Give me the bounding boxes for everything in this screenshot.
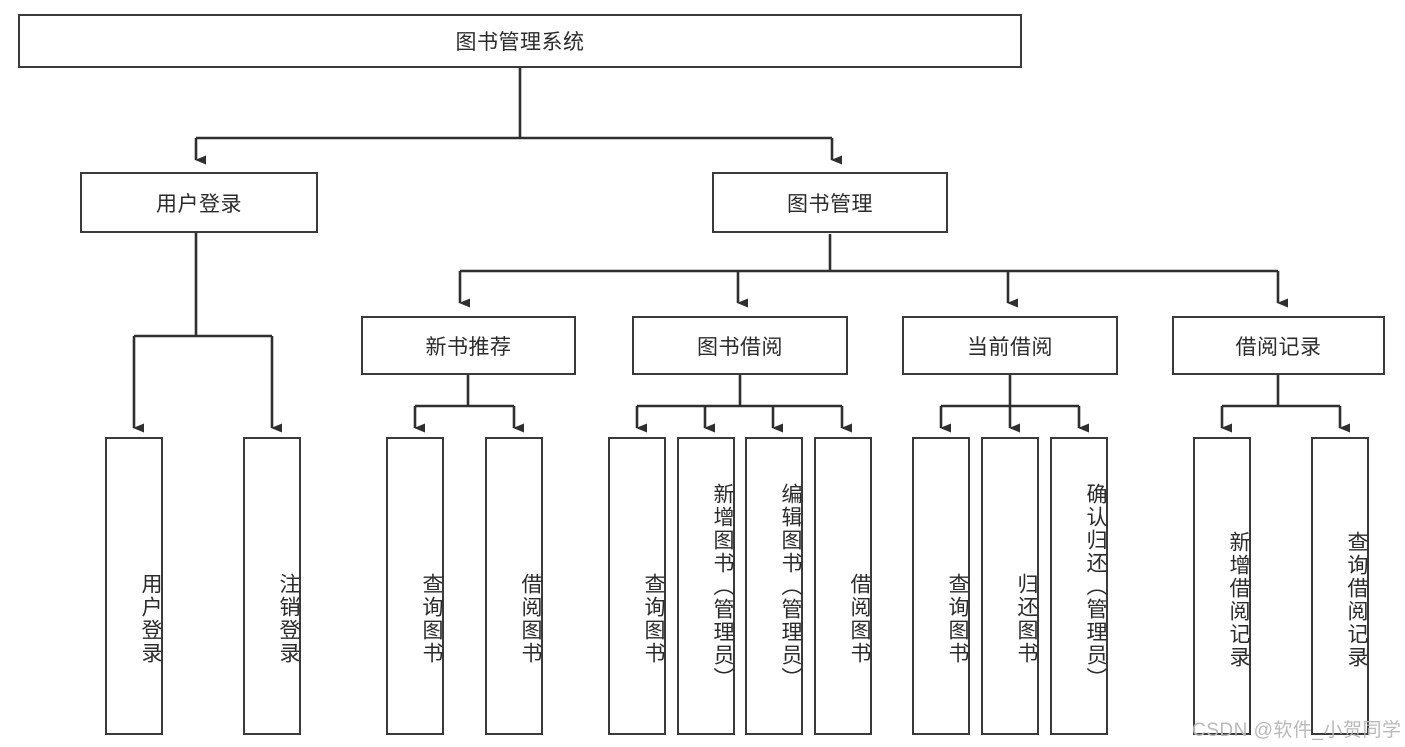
leaf-edit-book-admin[interactable]: 编辑图书（管理员） xyxy=(745,437,803,735)
leaf-logout[interactable]: 注销登录 xyxy=(243,437,301,735)
leaf-borrow-book-1[interactable]: 借阅图书 xyxy=(485,437,543,735)
leaf-borrow-book-1-label: 借阅图书 xyxy=(519,573,542,665)
leaf-user-login[interactable]: 用户登录 xyxy=(105,437,163,735)
node-root-label: 图书管理系统 xyxy=(455,31,585,54)
leaf-add-book-admin-label: 新增图书（管理员） xyxy=(711,482,734,690)
node-borrow-record[interactable]: 借阅记录 xyxy=(1172,316,1385,375)
leaf-query-borrow-record-label: 查询借阅记录 xyxy=(1345,531,1368,669)
leaf-add-borrow-record-label: 新增借阅记录 xyxy=(1227,531,1250,669)
leaf-confirm-return-admin-label: 确认归还（管理员） xyxy=(1084,482,1107,690)
leaf-borrow-book-2-label: 借阅图书 xyxy=(848,573,871,665)
leaf-query-book-1-label: 查询图书 xyxy=(420,573,443,665)
node-root[interactable]: 图书管理系统 xyxy=(18,14,1022,68)
leaf-add-borrow-record[interactable]: 新增借阅记录 xyxy=(1193,437,1251,735)
leaf-query-book-2-label: 查询图书 xyxy=(642,573,665,665)
leaf-return-book[interactable]: 归还图书 xyxy=(981,437,1039,735)
node-borrow-record-label: 借阅记录 xyxy=(1235,335,1322,359)
leaf-query-book-3[interactable]: 查询图书 xyxy=(912,437,970,735)
leaf-return-book-label: 归还图书 xyxy=(1015,573,1038,665)
watermark: CSDN @软件_小贺同学 xyxy=(1192,715,1401,742)
node-current-borrow[interactable]: 当前借阅 xyxy=(902,316,1118,375)
leaf-user-login-label: 用户登录 xyxy=(139,573,162,665)
leaf-query-book-2[interactable]: 查询图书 xyxy=(608,437,666,735)
leaf-confirm-return-admin[interactable]: 确认归还（管理员） xyxy=(1050,437,1108,735)
leaf-logout-label: 注销登录 xyxy=(277,573,300,665)
leaf-edit-book-admin-label: 编辑图书（管理员） xyxy=(779,482,802,690)
node-new-book-recommend[interactable]: 新书推荐 xyxy=(361,316,576,375)
node-book-management[interactable]: 图书管理 xyxy=(712,172,948,233)
node-book-borrow-label: 图书借阅 xyxy=(697,335,783,359)
node-current-borrow-label: 当前借阅 xyxy=(967,335,1053,359)
node-user-login-label: 用户登录 xyxy=(156,192,242,216)
leaf-query-book-1[interactable]: 查询图书 xyxy=(386,437,444,735)
node-book-borrow[interactable]: 图书借阅 xyxy=(632,316,848,375)
watermark-text: CSDN @软件_小贺同学 xyxy=(1192,720,1402,741)
leaf-query-borrow-record[interactable]: 查询借阅记录 xyxy=(1311,437,1369,735)
leaf-borrow-book-2[interactable]: 借阅图书 xyxy=(814,437,872,735)
node-new-book-recommend-label: 新书推荐 xyxy=(425,335,512,359)
node-user-login[interactable]: 用户登录 xyxy=(80,172,318,233)
leaf-add-book-admin[interactable]: 新增图书（管理员） xyxy=(677,437,735,735)
leaf-query-book-3-label: 查询图书 xyxy=(946,573,969,665)
node-book-management-label: 图书管理 xyxy=(787,192,873,216)
